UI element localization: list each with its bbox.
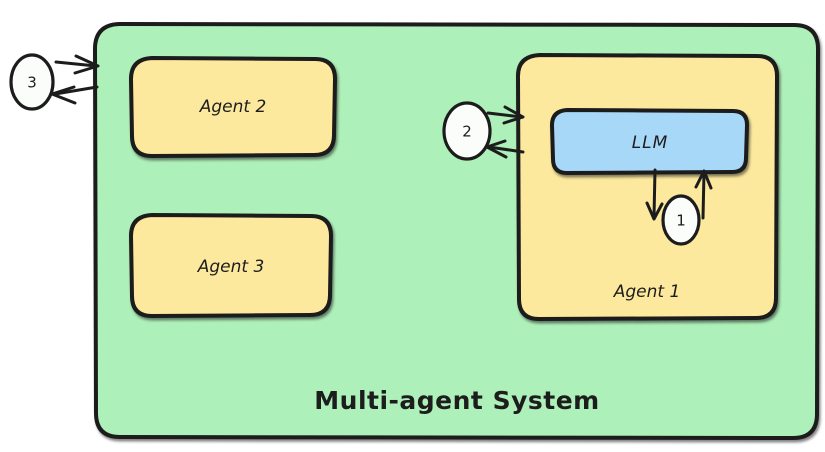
badge-2[interactable]: 2 — [442, 101, 492, 161]
badge-1[interactable]: 1 — [661, 194, 701, 246]
agent-1-box[interactable]: Agent 1 — [516, 53, 779, 321]
agent-1-label: Agent 1 — [613, 282, 681, 302]
badge-2-number: 2 — [462, 123, 472, 141]
llm-label: LLM — [632, 133, 669, 153]
agent-3-label: Agent 3 — [197, 257, 265, 277]
badge-1-ellipse — [661, 194, 701, 246]
badge-3[interactable]: 3 — [9, 53, 55, 111]
llm-box[interactable]: LLM — [550, 108, 749, 175]
badge-3-number: 3 — [27, 74, 37, 92]
agent-2-box[interactable]: Agent 2 — [129, 56, 337, 158]
agent-3-box[interactable]: Agent 3 — [129, 213, 333, 318]
arrows-badge-3 — [50, 54, 100, 105]
badge-3-ellipse — [9, 53, 55, 111]
arrows-badge-1 — [645, 168, 713, 221]
badge-2-ellipse — [442, 101, 492, 161]
system-title: Multi-agent System — [314, 386, 599, 415]
agent-2-label: Agent 2 — [199, 97, 267, 117]
badge-1-number: 1 — [676, 212, 686, 230]
